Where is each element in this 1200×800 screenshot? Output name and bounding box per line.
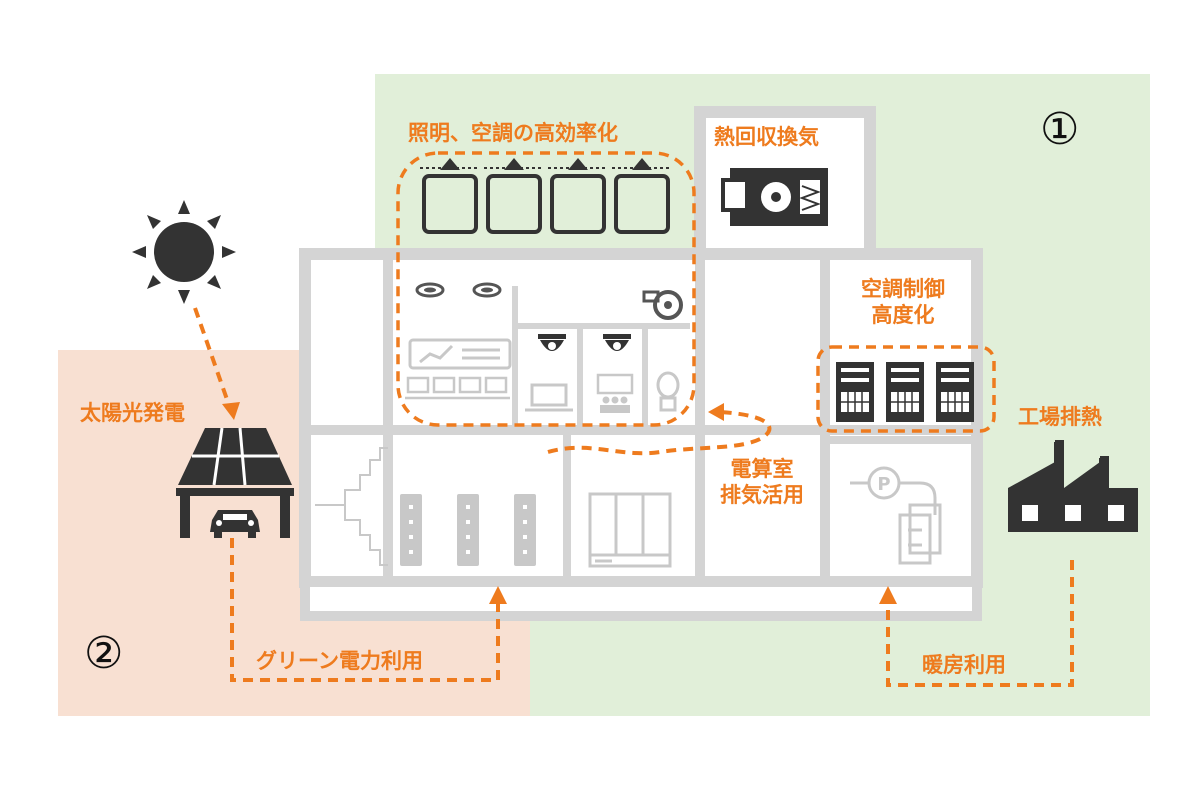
ac-control-line1: 空調制御: [861, 277, 945, 301]
heating-label: 暖房利用: [922, 653, 1006, 677]
fan-icon: [642, 290, 683, 320]
lighting-efficiency-label: 照明、空調の高効率化: [408, 121, 618, 145]
downlight-icon: [415, 282, 445, 298]
toilet-icon: [656, 371, 680, 412]
solar-carport-icon: [176, 427, 294, 538]
factory-icon: [1008, 440, 1138, 532]
dashboard-icon: [408, 338, 512, 370]
green-power-label: グリーン電力利用: [256, 649, 423, 673]
sun-icon: [132, 200, 236, 304]
dome-camera-icon: [538, 334, 566, 351]
server-room-label: 電算室 排気活用: [700, 456, 824, 509]
pump-icon: P: [850, 466, 937, 515]
sun-arrow-head: [222, 402, 240, 420]
downlight-icon: [472, 282, 502, 298]
dome-camera-icon: [603, 334, 631, 351]
svg-text:P: P: [877, 474, 890, 495]
ac-control-label: 空調制御 高度化: [840, 276, 966, 329]
server-room-line1: 電算室: [730, 457, 794, 481]
ac-control-line2: 高度化: [871, 303, 935, 328]
heat-recovery-label: 熱回収換気: [714, 125, 819, 149]
monitor-row-icon: [405, 376, 510, 400]
server-room-line2: 排気活用: [720, 483, 804, 508]
server-exhaust-arrow: [547, 410, 772, 456]
factory-heat-label: 工場排熱: [1018, 405, 1102, 429]
green-power-arrow-head: [489, 586, 507, 604]
laptop-icon: [525, 383, 573, 412]
sun-to-solar-arrow: [193, 307, 232, 409]
server-rack-icon: [836, 362, 974, 422]
server-exhaust-arrow-head: [708, 403, 724, 421]
lighting-highlight-box: [396, 151, 696, 427]
meeting-icon: [596, 373, 634, 413]
zone1-marker: ①: [1040, 104, 1080, 155]
bookshelf-icon: [588, 492, 672, 568]
ac-control-highlight-box: [816, 345, 996, 433]
led-panel-icon: [422, 158, 670, 234]
staircase-icon: [315, 447, 388, 566]
tank-icon: [898, 503, 942, 565]
green-power-arrow: [230, 538, 500, 682]
heat-exchanger-icon: [721, 168, 828, 226]
solar-power-label: 太陽光発電: [80, 401, 185, 425]
locker-icon: [400, 494, 536, 566]
building-basement: [300, 577, 982, 621]
heating-arrow-head: [879, 586, 897, 604]
zone2-marker: ②: [84, 628, 124, 679]
